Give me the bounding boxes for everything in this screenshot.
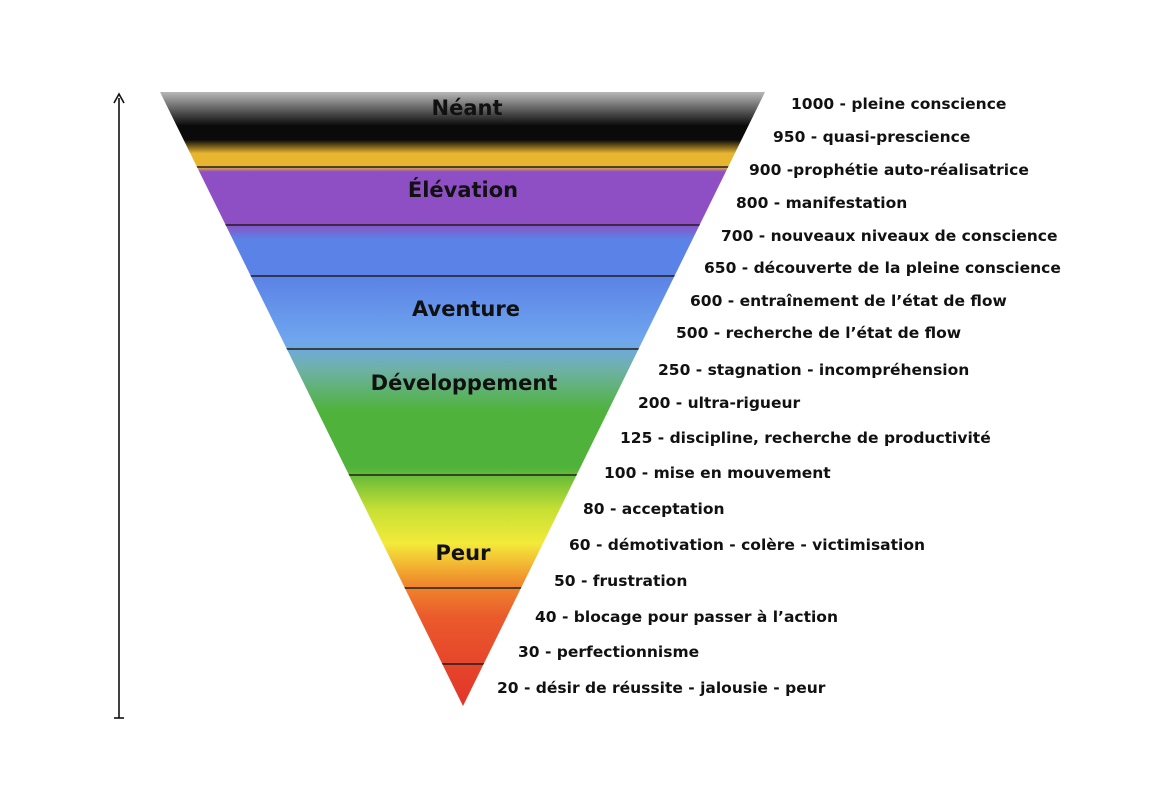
zone-label-peur: Peur	[436, 541, 492, 565]
level-label-100: 100 - mise en mouvement	[604, 464, 831, 482]
level-label-30: 30 - perfectionnisme	[518, 643, 699, 661]
level-label-200: 200 - ultra-rigueur	[638, 394, 801, 412]
level-label-40: 40 - blocage pour passer à l’action	[535, 608, 838, 626]
zone-label-developpement: Développement	[371, 371, 558, 395]
zone-label-elevation: Élévation	[408, 177, 518, 202]
level-label-900: 900 -prophétie auto-réalisatrice	[749, 161, 1029, 179]
zone-label-aventure: Aventure	[412, 297, 520, 321]
level-label-500: 500 - recherche de l’état de flow	[676, 324, 961, 342]
level-label-700: 700 - nouveaux niveaux de conscience	[721, 227, 1058, 245]
level-label-600: 600 - entraînement de l’état de flow	[690, 292, 1007, 310]
level-label-650: 650 - découverte de la pleine conscience	[704, 259, 1061, 277]
level-label-80: 80 - acceptation	[583, 500, 725, 518]
level-label-60: 60 - démotivation - colère - victimisati…	[569, 536, 925, 554]
level-label-125: 125 - discipline, recherche de productiv…	[620, 429, 991, 447]
zone-label-neant: Néant	[432, 96, 503, 120]
pyramid-shape	[160, 92, 765, 706]
level-label-20: 20 - désir de réussite - jalousie - peur	[497, 679, 826, 697]
level-label-50: 50 - frustration	[554, 572, 687, 590]
level-label-250: 250 - stagnation - incompréhension	[658, 361, 969, 379]
level-label-950: 950 - quasi-prescience	[773, 128, 970, 146]
level-label-1000: 1000 - pleine conscience	[791, 95, 1006, 113]
axis-arrow-head	[113, 92, 125, 104]
level-label-800: 800 - manifestation	[736, 194, 907, 212]
